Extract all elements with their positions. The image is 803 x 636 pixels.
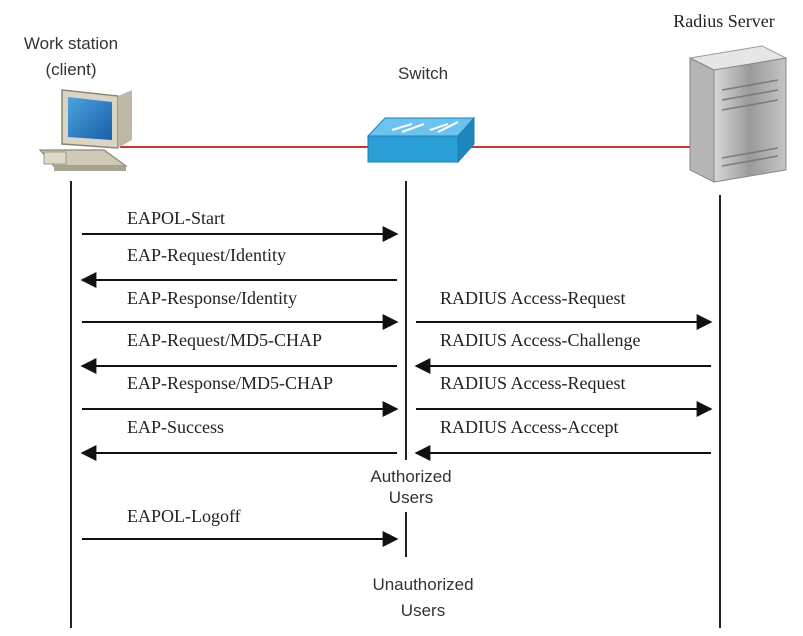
client-switch-message-2: EAP-Request/Identity <box>80 245 397 288</box>
switch-radius-message-1: RADIUS Access-Request <box>416 288 713 330</box>
radius-server-label: Radius Server <box>673 11 774 31</box>
message-label: RADIUS Access-Request <box>440 288 625 308</box>
switch-radius-message-3: RADIUS Access-Request <box>416 373 713 417</box>
authorized-users-label-line1: Authorized <box>370 467 451 486</box>
message-label: RADIUS Access-Challenge <box>440 330 640 350</box>
unauthorized-users-label-line2: Users <box>401 601 445 620</box>
workstation-label-line2: (client) <box>45 60 96 79</box>
message-label: EAPOL-Start <box>127 208 225 228</box>
switch-radius-message-4: RADIUS Access-Accept <box>414 417 711 461</box>
client-switch-message-1: EAPOL-Start <box>82 208 399 242</box>
message-label: RADIUS Access-Accept <box>440 417 618 437</box>
switch-label: Switch <box>398 64 448 83</box>
client-switch-message-6: EAP-Success <box>80 417 397 461</box>
message-label: EAPOL-Logoff <box>127 506 241 526</box>
message-label: EAP-Request/Identity <box>127 245 286 265</box>
switch-device-icon <box>366 116 476 164</box>
switch-radius-message-2: RADIUS Access-Challenge <box>414 330 711 374</box>
client-switch-message-3: EAP-Response/Identity <box>82 288 399 330</box>
message-label: EAP-Request/MD5-CHAP <box>127 330 322 350</box>
message-label: EAP-Response/Identity <box>127 288 297 308</box>
unauthorized-users-label-line1: Unauthorized <box>372 575 473 594</box>
radius-server-icon <box>688 45 788 183</box>
message-label: RADIUS Access-Request <box>440 373 625 393</box>
workstation-computer-icon <box>38 89 132 171</box>
logoff-message: EAPOL-Logoff <box>82 506 399 547</box>
message-label: EAP-Success <box>127 417 224 437</box>
client-switch-message-5: EAP-Response/MD5-CHAP <box>82 373 399 417</box>
workstation-label-line1: Work station <box>24 34 118 53</box>
client-switch-message-4: EAP-Request/MD5-CHAP <box>80 330 397 374</box>
message-label: EAP-Response/MD5-CHAP <box>127 373 333 393</box>
authorized-users-label-line2: Users <box>389 488 433 507</box>
